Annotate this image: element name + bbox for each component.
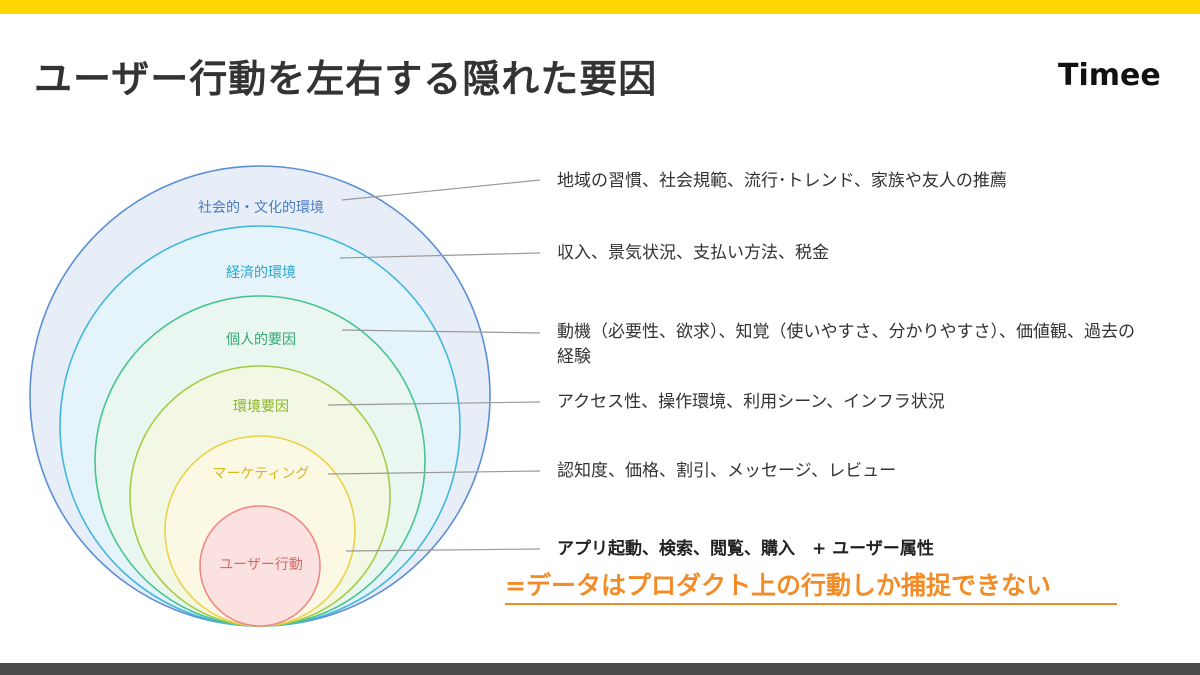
label-environmental: 環境要因 (233, 399, 289, 415)
leader-line-user-behavior (345, 548, 541, 552)
description-environmental: アクセス性、操作環境、利用シーン、インフラ状況 (557, 392, 945, 412)
description-personal: 動機（必要性、欲求）、知覚（使いやすさ、分かりやすさ）、価値観、過去の経験 (557, 322, 1135, 367)
label-economic: 経済的環境 (226, 265, 296, 281)
label-marketing: マーケティング (213, 466, 310, 482)
leader-line-economic (339, 252, 541, 259)
leader-line-social-cultural (341, 179, 541, 201)
circle-user-behavior (199, 505, 321, 627)
slide-title: ユーザー行動を左右する隠れた要因 (34, 57, 658, 101)
leader-line-personal (341, 329, 541, 334)
description-marketing: 認知度、価格、割引、メッセージ、レビュー (557, 461, 897, 481)
top-accent-bar (0, 0, 1200, 14)
label-user-behavior: ユーザー行動 (219, 557, 303, 573)
label-social-cultural: 社会的・文化的環境 (198, 200, 324, 216)
leader-line-marketing (327, 470, 541, 475)
description-social-cultural: 地域の習慣、社会規範、流行･トレンド、家族や友人の推薦 (557, 171, 1007, 191)
timee-logo: Timee (1058, 58, 1161, 93)
description-user-behavior: アプリ起動、検索、閲覧、購入 + ユーザー属性 (557, 539, 934, 559)
conclusion-text: =データはプロダクト上の行動しか捕捉できない (505, 566, 1117, 605)
description-economic: 収入、景気状況、支払い方法、税金 (557, 243, 829, 263)
bottom-bar (0, 663, 1200, 675)
leader-line-environmental (327, 401, 541, 406)
label-personal: 個人的要因 (226, 332, 296, 348)
